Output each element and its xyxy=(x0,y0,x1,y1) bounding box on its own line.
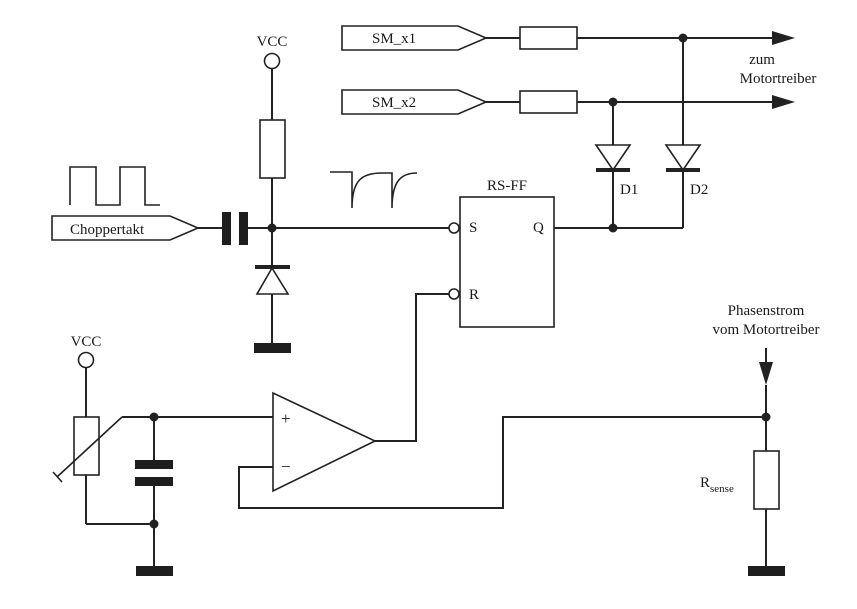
diode-d1 xyxy=(594,102,632,172)
vcc-left-label: VCC xyxy=(71,334,102,350)
resistor-smx2 xyxy=(519,90,578,114)
vcc-top-label: VCC xyxy=(257,34,288,50)
phasenstrom-label: Phasenstrom xyxy=(728,303,805,319)
arrow-smx2-output xyxy=(772,95,795,109)
rsff-label: RS-FF xyxy=(487,178,527,194)
potentiometer xyxy=(73,416,100,476)
sense-resistor xyxy=(753,450,780,510)
rsense-label: Rsense xyxy=(700,475,734,495)
d1-label: D1 xyxy=(620,182,638,198)
junction-smx2-d1 xyxy=(608,97,618,107)
junction-smx1-d2 xyxy=(678,33,688,43)
square-wave-symbol xyxy=(69,166,160,206)
sm-x2-input-terminal: SM_x2 xyxy=(341,89,489,115)
zum-label: zum xyxy=(749,52,775,68)
pin-q-label: Q xyxy=(533,220,544,236)
wire-comparator-to-reset xyxy=(375,293,449,442)
comparator-opamp xyxy=(272,391,377,493)
coupling-capacitor xyxy=(222,212,248,245)
pullup-resistor xyxy=(259,119,286,179)
choppertakt-input-terminal: Choppertakt xyxy=(51,215,201,241)
junction-sense-node xyxy=(761,412,771,422)
potentiometer-adjust-tick xyxy=(52,471,63,483)
vcc-left-supply: VCC xyxy=(71,334,102,369)
reset-inversion-bubble xyxy=(448,288,460,300)
vom-motortreiber-label: vom Motortreiber xyxy=(712,322,819,338)
d2-label: D2 xyxy=(690,182,708,198)
pulse-waveform-symbol xyxy=(330,171,418,209)
arrow-smx1-output xyxy=(772,31,795,45)
wire-sense-to-minus xyxy=(238,416,766,509)
filter-capacitor xyxy=(135,460,173,486)
ground-symbol-right xyxy=(748,566,785,576)
vcc-left-terminal xyxy=(77,351,95,369)
vcc-top-terminal xyxy=(263,52,281,70)
choppertakt-label: Choppertakt xyxy=(70,222,145,238)
pin-r-label: R xyxy=(469,287,479,303)
opamp-minus-label: − xyxy=(281,457,291,476)
pin-s-label: S xyxy=(469,220,477,236)
vcc-top-supply: VCC xyxy=(257,34,288,70)
set-inversion-bubble xyxy=(448,222,460,234)
diode-d2 xyxy=(664,38,702,172)
motortreiber-label: Motortreiber xyxy=(740,71,817,87)
potentiometer-adjust-line xyxy=(56,416,123,478)
sm-x2-label: SM_x2 xyxy=(372,95,416,111)
junction-ground-left xyxy=(149,519,159,529)
sm-x1-input-terminal: SM_x1 xyxy=(341,25,489,51)
arrow-phase-current xyxy=(759,362,773,385)
sm-x1-label: SM_x1 xyxy=(372,31,416,47)
zener-diode xyxy=(255,265,290,343)
ground-symbol-top xyxy=(254,343,291,353)
ground-symbol-left xyxy=(136,566,173,576)
resistor-smx1 xyxy=(519,26,578,50)
opamp-plus-label: + xyxy=(281,409,291,428)
rs-flipflop xyxy=(459,196,555,328)
